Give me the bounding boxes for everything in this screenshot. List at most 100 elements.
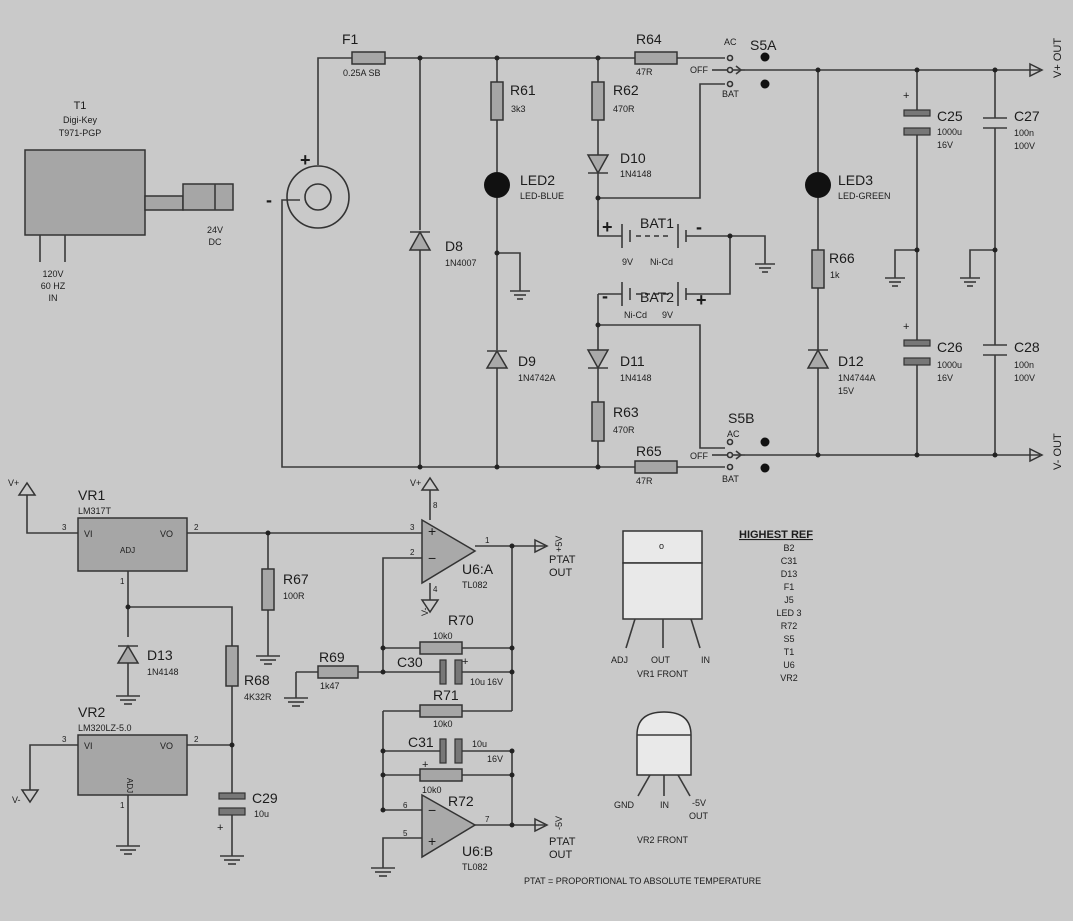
resistor-r61: R61 3k3 [490,81,536,121]
capacitor-c26: + C26 1000u 16V [903,321,963,383]
s5b-ac: AC [727,429,740,439]
d9-value: 1N4742A [518,373,556,383]
r72-value: 10k0 [422,785,442,795]
highest-ref-title: HIGHEST REF [739,529,813,541]
u6b-out-label: OUT [549,849,573,861]
regulator-vr1: VR1 LM317T VI VO ADJ 3 2 1 [62,487,199,586]
capacitor-c30: C30 + 10u 16V [397,654,503,687]
led3-ref: LED3 [838,172,873,188]
u6a-pin-vn: 4 [433,585,438,594]
vr2-pin-adj: 1 [120,801,125,810]
c28-volt: 100V [1014,373,1035,383]
r69-ref: R69 [319,649,345,665]
diode-d10: D10 1N4148 [586,150,652,179]
r64-value: 47R [636,67,653,77]
led-led3: LED3 LED-GREEN [805,172,891,201]
highest-ref-item: S5 [783,634,794,644]
u6a-pin-minus: 2 [410,548,415,557]
c31-plus: + [422,759,428,771]
vr1-vi: VI [84,529,93,539]
diode-d12: D12 1N4744A 15V [806,348,876,396]
c29-ref: C29 [252,790,278,806]
c31-value: 10u [472,739,487,749]
u6a-pin-out: 1 [485,536,490,545]
c30-volt: 16V [487,677,503,687]
r66-value: 1k [830,270,840,280]
c25-volt: 16V [937,140,953,150]
resistor-r69: R69 1k47 [317,649,359,691]
vr2-front-pin-out: OUT [689,811,709,821]
d11-ref: D11 [620,353,645,369]
d11-value: 1N4148 [620,373,652,383]
transformer-t1: T1 Digi-Key T971-PGP 120V 60 HZ IN 24V D… [24,100,234,303]
vr2-front-package: GND IN -5V OUT VR2 FRONT [614,711,709,845]
c26-ref: C26 [937,339,963,355]
u6a-pin-plus: 3 [410,523,415,532]
junction-dots [417,55,998,470]
vr2-pin-out: 2 [194,735,199,744]
c25-value: 1000u [937,127,962,137]
u6b-plus-sign: + [428,833,436,849]
ground-icon [370,861,396,877]
ground-icon [754,257,776,273]
bat2-minus: - [602,286,608,306]
vr1-supply-label: V+ [8,478,19,488]
resistor-r70: R70 10k0 [419,612,474,655]
c30-value: 10u [470,677,485,687]
vr1-front-pin-in: IN [701,655,710,665]
u6a-part: TL082 [462,580,488,590]
highest-ref-item: B2 [783,543,794,553]
r65-ref: R65 [636,443,662,459]
bat1-plus: + [602,217,613,237]
vr1-adj: ADJ [120,546,135,555]
s5a-bat: BAT [722,89,739,99]
capacitor-c28: C28 100n 100V [983,339,1040,383]
ground-icon [959,271,981,287]
vr1-part: LM317T [78,506,112,516]
u6b-pin-plus: 5 [403,829,408,838]
r68-ref: R68 [244,672,270,688]
s5b-off: OFF [690,451,708,461]
capacitor-c29: + C29 10u [217,790,278,834]
c30-ref: C30 [397,654,423,670]
diode-d11: D11 1N4148 [586,349,652,383]
f1-value: 0.25A SB [343,68,381,78]
s5b-bat: BAT [722,474,739,484]
u6a-plus-sign: + [428,523,436,539]
resistor-r64: R64 47R [634,31,678,77]
r67-value: 100R [283,591,305,601]
u6a-out-ptat: PTAT [549,554,576,566]
ground-icon [219,849,245,865]
u6b-pin-minus: 6 [403,801,408,810]
r61-ref: R61 [510,82,536,98]
r71-ref: R71 [433,687,459,703]
r70-ref: R70 [448,612,474,628]
highest-ref-item: U6 [783,660,795,670]
resistor-r72: R72 10k0 [419,768,474,809]
capacitor-c27: C27 100n 100V [983,108,1040,151]
highest-ref-item: D13 [781,569,798,579]
vr1-front-pin-out: OUT [651,655,671,665]
r63-ref: R63 [613,404,639,420]
vr1-ref: VR1 [78,487,105,503]
opamp-u6b: − + 6 5 7 U6:B TL082 -5V PTAT OUT [403,793,576,872]
vr2-front-pin-in: IN [660,800,669,810]
d12-ref: D12 [838,353,864,369]
d13-ref: D13 [147,647,173,663]
t1-output-type: DC [209,237,222,247]
vr2-front-title: VR2 FRONT [637,835,689,845]
d12-value: 1N4744A [838,373,876,383]
battery-bat2: - + BAT2 Ni-Cd 9V [602,282,707,320]
u6a-vp: V+ [410,478,421,488]
switch-s5b: S5B AC OFF BAT [690,410,770,484]
vr2-pin-in: 3 [62,735,67,744]
vr1-pin-out: 2 [194,523,199,532]
vr2-front-pin-gnd: GND [614,800,635,810]
s5a-ref: S5A [750,37,777,53]
t1-input-volt: 120V [42,269,63,279]
junction-dots-bottom [125,530,515,828]
c26-volt: 16V [937,373,953,383]
u6b-minus-sign: − [428,802,436,818]
t1-part: T971-PGP [59,128,102,138]
led2-value: LED-BLUE [520,191,564,201]
